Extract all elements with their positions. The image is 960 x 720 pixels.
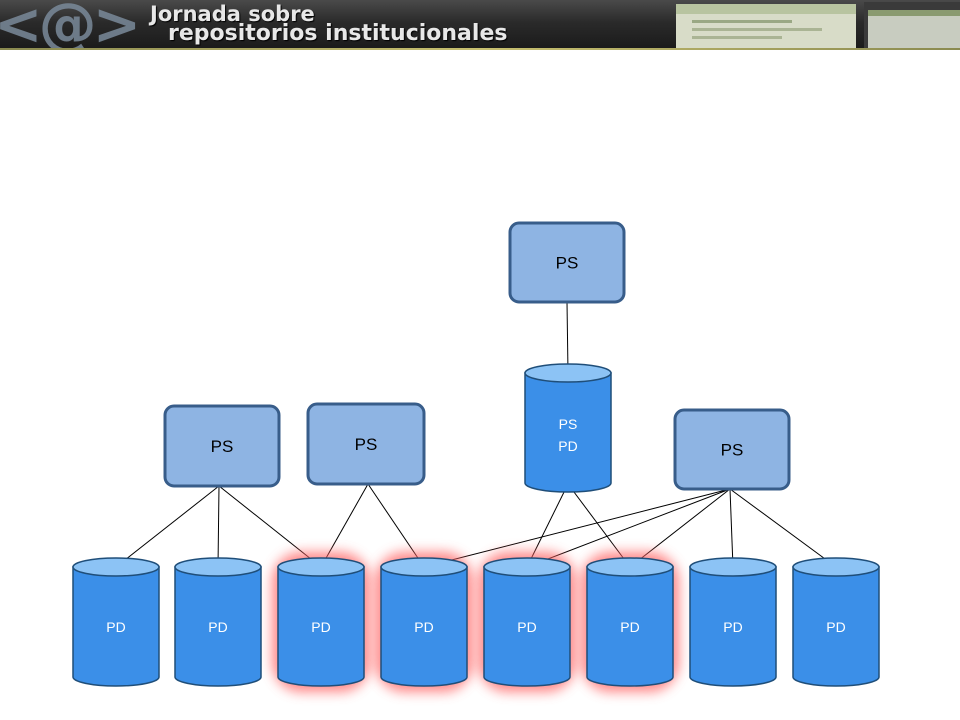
ps-top-label: PS — [556, 254, 579, 273]
pspd-body — [524, 372, 612, 493]
pd-5: PD — [483, 557, 571, 687]
ps-midleft: PS — [306, 402, 426, 486]
pd-2-body — [174, 566, 262, 687]
pd-6-top — [586, 557, 674, 577]
pd-7: PD — [689, 557, 777, 687]
banner-title-line-1: Jornada sobre — [150, 2, 315, 26]
pd-4-top — [380, 557, 468, 577]
banner-screenshots-decoration — [676, 2, 960, 48]
pd-5-top — [483, 557, 571, 577]
pd-7-label: PD — [723, 619, 742, 635]
banner-shot-1-header — [676, 4, 856, 14]
pd-1-label: PD — [106, 619, 125, 635]
pspd-label: PS — [559, 416, 578, 432]
ps-midleft-label: PS — [355, 435, 378, 454]
banner-underline — [0, 48, 960, 50]
ps-top: PS — [508, 221, 626, 304]
pspd-label: PD — [558, 438, 577, 454]
header-banner: <@> Jornada sobre repositorios instituci… — [0, 0, 960, 50]
edge-ps-right-pd-7 — [729, 488, 734, 568]
edge-ps-right-pd-4 — [423, 488, 731, 568]
pd-2: PD — [174, 557, 262, 687]
edge-ps-left-pd-2 — [217, 485, 220, 568]
banner-shot-1-line — [692, 20, 792, 23]
ps-left-box — [163, 404, 281, 488]
edge-ps-left-pd-1 — [115, 485, 220, 568]
pspd: PS PD — [524, 363, 612, 493]
banner-shot-1-line — [692, 36, 782, 39]
pd-2-top — [174, 557, 262, 577]
pd-4-label: PD — [414, 619, 433, 635]
pd-6: PD — [586, 557, 674, 687]
pd-4: PD — [380, 557, 468, 687]
pd-3-top — [277, 557, 365, 577]
pspd-top — [524, 363, 612, 383]
pd-4-body — [380, 566, 468, 687]
ps-right-label: PS — [721, 441, 744, 460]
edge-ps-right-pd-5 — [526, 488, 731, 568]
pd-7-body — [689, 566, 777, 687]
pd-3: PD — [277, 557, 365, 687]
ps-midleft-box — [306, 402, 426, 486]
pd-1: PD — [72, 557, 160, 687]
pd-7-top — [689, 557, 777, 577]
pd-1-body — [72, 566, 160, 687]
pd-8-top — [792, 557, 880, 577]
edge-ps-right-pd-8 — [729, 488, 837, 568]
banner-shot-2-bar — [868, 10, 960, 16]
at-sign-logo-icon: <@> — [0, 0, 141, 50]
pd-8-body — [792, 566, 880, 687]
pd-nodes-layer: PD PD PD PD PD PD PD PD PS PD — [72, 363, 880, 687]
pd-3-body — [277, 566, 365, 687]
pd-1-top — [72, 557, 160, 577]
banner-shot-2-window — [868, 10, 960, 48]
ps-top-box — [508, 221, 626, 304]
pd-5-label: PD — [517, 619, 536, 635]
pd-8-label: PD — [826, 619, 845, 635]
edge-ps-top-pspd — [566, 301, 569, 374]
pd-6-label: PD — [620, 619, 639, 635]
pd-5-body — [483, 566, 571, 687]
banner-shot-1-line — [692, 28, 822, 31]
ps-left: PS — [163, 404, 281, 488]
ps-right-box — [673, 408, 791, 491]
ps-left-label: PS — [211, 437, 234, 456]
pd-2-label: PD — [208, 619, 227, 635]
ps-right: PS — [673, 408, 791, 491]
pd-6-body — [586, 566, 674, 687]
pd-3-label: PD — [311, 619, 330, 635]
ps-nodes-layer: PS PS PS PS — [163, 221, 791, 491]
pd-8: PD — [792, 557, 880, 687]
banner-title-line-2: repositorios institucionales — [168, 21, 508, 46]
